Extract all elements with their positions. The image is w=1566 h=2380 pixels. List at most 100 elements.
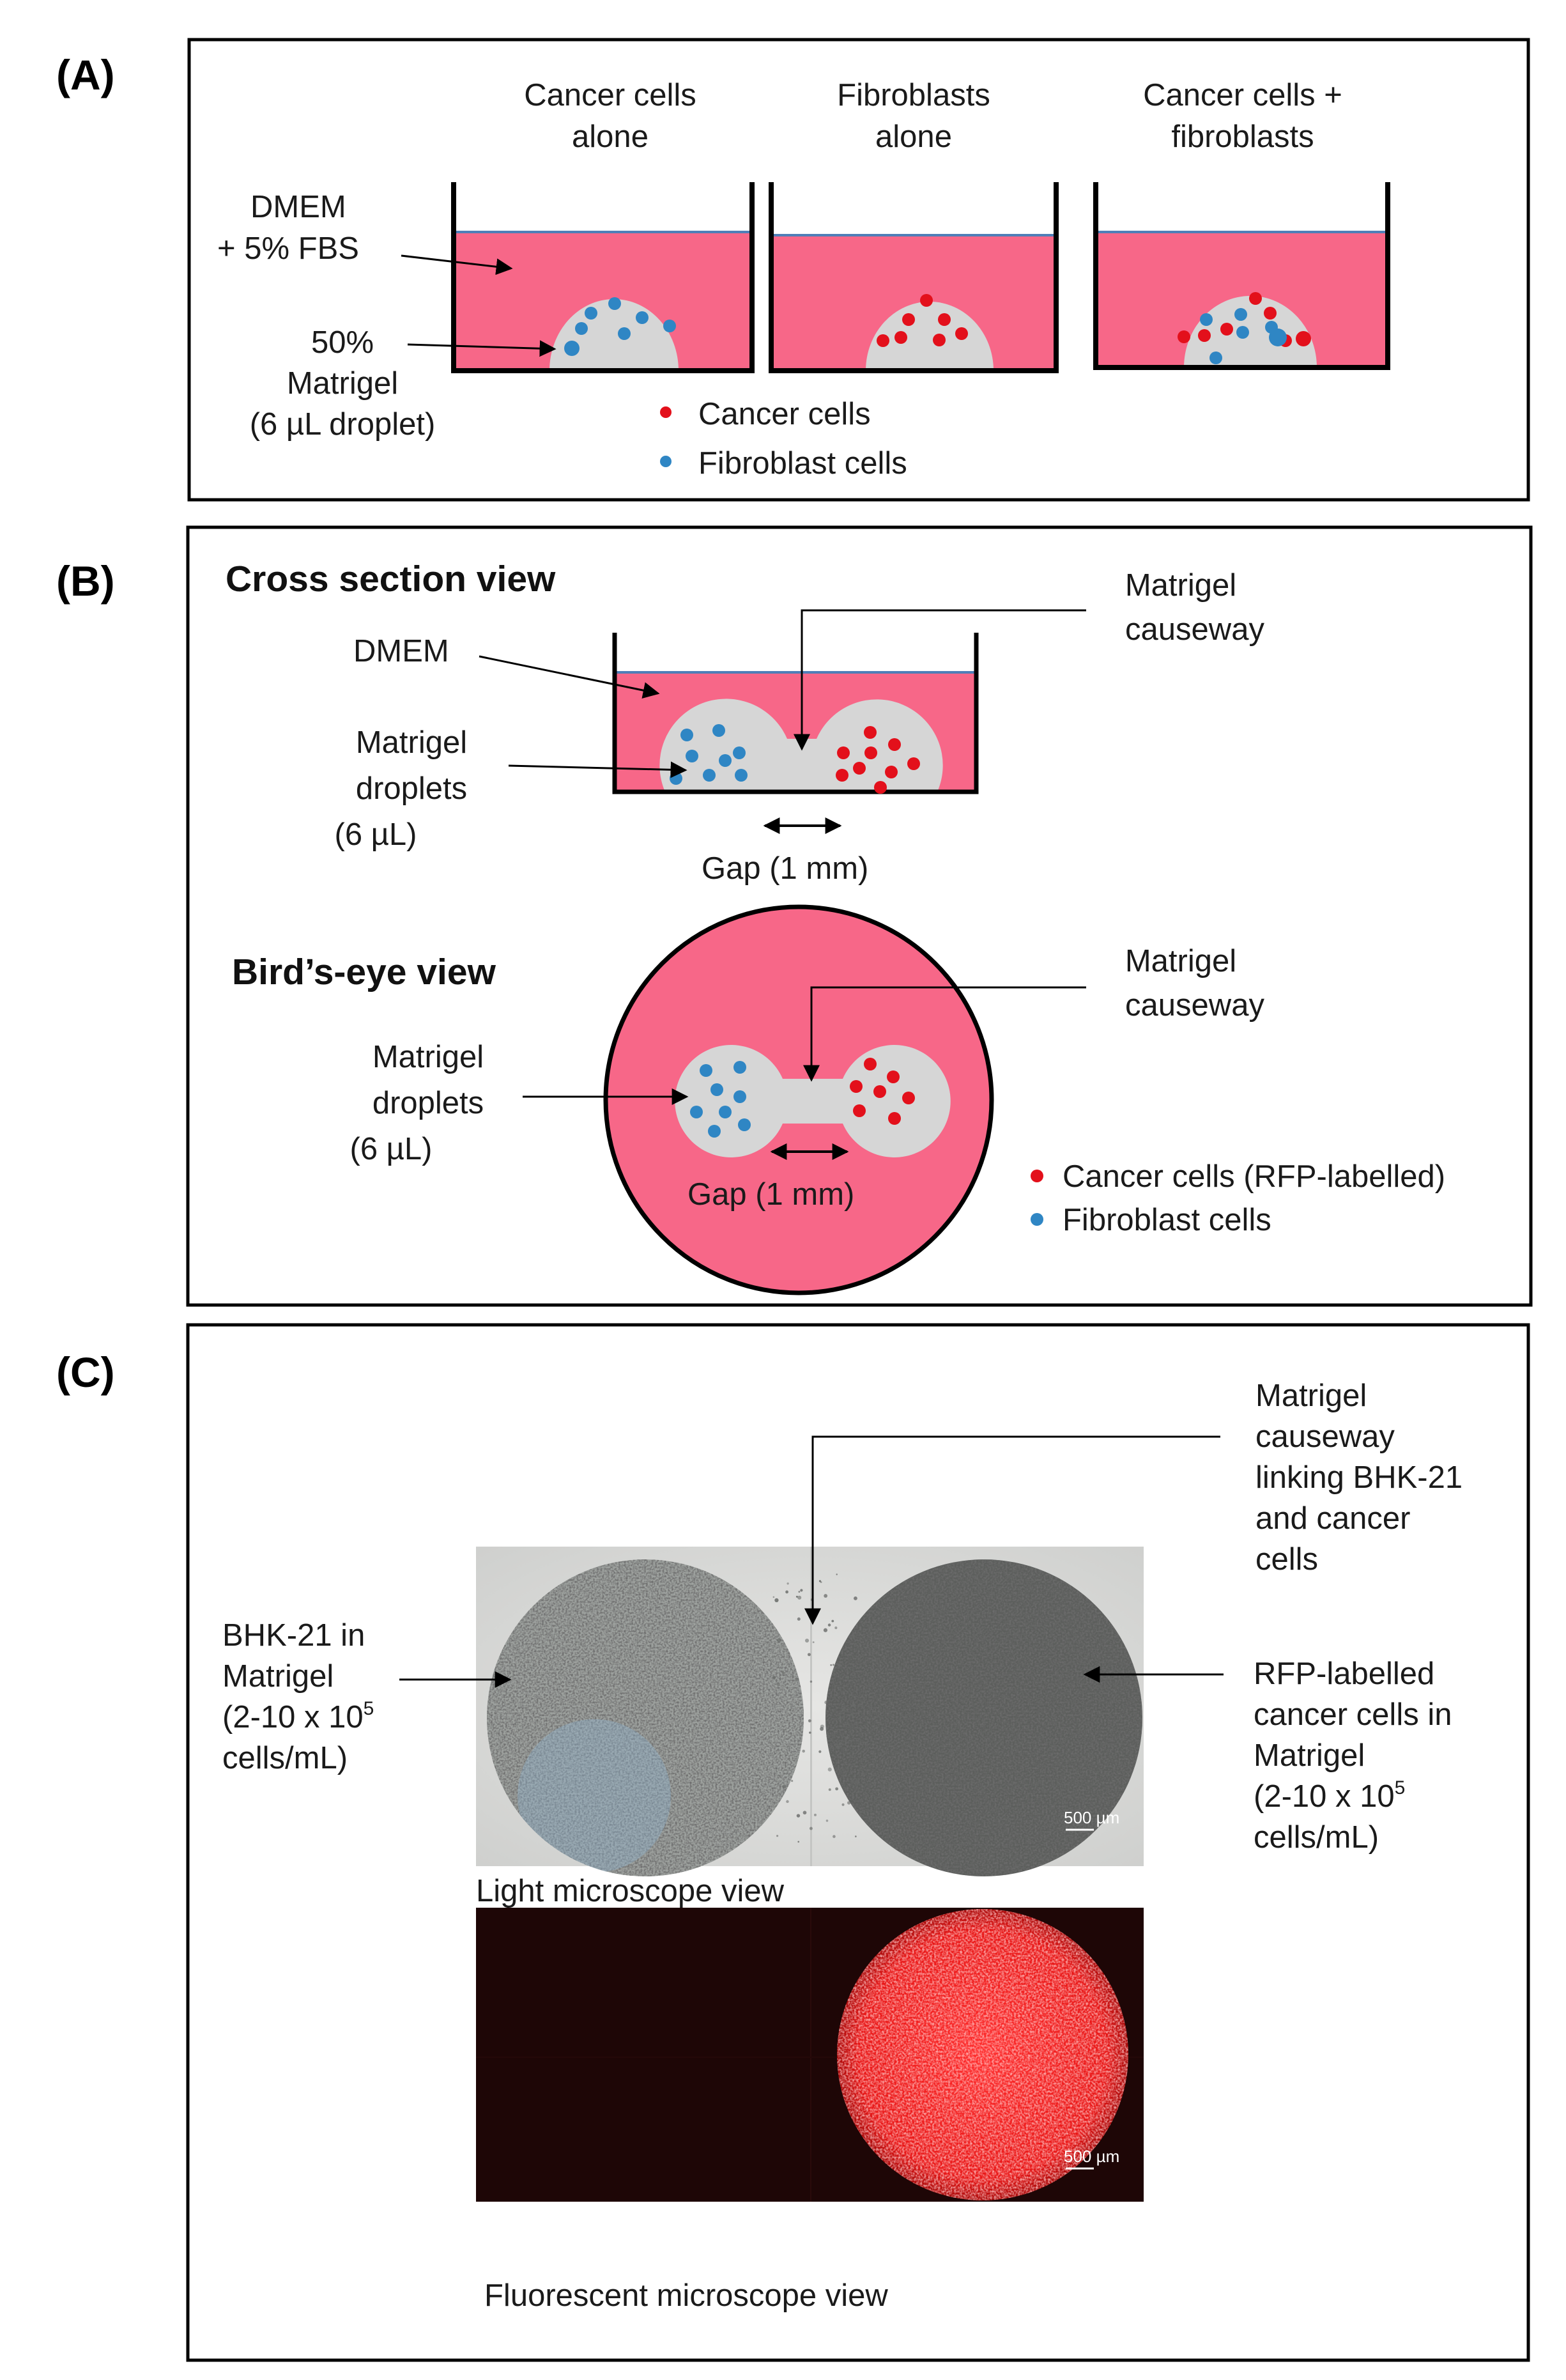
birdseye-gap-label: Gap (1 mm) [687, 1177, 854, 1212]
bhk-colony [487, 1559, 804, 1876]
cross-cells [670, 724, 920, 794]
debris-speck [824, 1701, 828, 1704]
debris-speck [833, 1835, 836, 1838]
well-3-walls [1093, 182, 1390, 370]
debris-speck [855, 1835, 857, 1837]
legend-b-fibro-dot [1031, 1213, 1043, 1226]
debris-speck [812, 1641, 815, 1644]
cancer-cell-dot [902, 1092, 915, 1104]
debris-speck [833, 1669, 836, 1673]
panel-a-frame [187, 38, 1530, 502]
well-fibroblasts-alone [769, 182, 1059, 373]
debris-speck [797, 1617, 801, 1621]
light-caption: Light microscope view [476, 1874, 785, 1908]
debris-speck [835, 1787, 839, 1791]
debris-speck [795, 1595, 798, 1598]
debris-speck [782, 1784, 787, 1789]
cancer-cell-dot [933, 334, 946, 346]
cancer-cell-dot [907, 757, 920, 770]
debris-speck [795, 1678, 799, 1681]
debris-speck [845, 1736, 849, 1740]
debris-speck [800, 1589, 803, 1592]
well-1-walls [451, 182, 755, 373]
debris-speck [832, 1672, 836, 1676]
debris-speck [797, 1595, 802, 1600]
cancer-cell-dot [1249, 292, 1262, 305]
legend-b: Cancer cells (RFP-labelled) Fibroblast c… [1031, 1159, 1445, 1237]
debris-speck [776, 1638, 781, 1642]
causeway-debris [772, 1573, 857, 1843]
birdseye-dish [603, 904, 994, 1295]
legend-b-cancer-label: Cancer cells (RFP-labelled) [1063, 1159, 1445, 1194]
cancer-cell-dot [1296, 331, 1311, 346]
fibroblast-cell-dot [738, 1118, 751, 1131]
debris-speck [810, 1680, 813, 1683]
cancer-cell-dot [874, 781, 887, 794]
legend-a-cancer-label: Cancer cells [698, 397, 871, 431]
legend-a-cancer-dot [660, 406, 672, 418]
cancer-cell-dot [920, 294, 933, 307]
debris-speck [836, 1745, 840, 1749]
debris-speck [809, 1827, 813, 1830]
debris-speck [834, 1627, 838, 1630]
debris-speck [841, 1803, 845, 1806]
fibroblast-cell-dot [686, 750, 698, 762]
fibroblast-cell-dot [636, 311, 649, 324]
birdseye-cells [690, 1058, 915, 1138]
legend-a-fibro-dot [660, 456, 672, 467]
debris-speck [802, 1749, 805, 1753]
fibroblast-cell-dot [719, 1106, 732, 1118]
cancer-cell-dot [850, 1080, 863, 1093]
fluor-colony-texture [837, 1909, 1128, 2200]
debris-speck [824, 1594, 828, 1598]
debris-speck [796, 1814, 801, 1818]
fibroblast-cell-dot [680, 729, 693, 741]
debris-speck [828, 1788, 831, 1791]
fibroblast-cell-dot [712, 724, 725, 737]
cancer-cell-dot [836, 769, 848, 782]
causeway-c-arrow [804, 1435, 1220, 1625]
cross-walls [612, 633, 979, 794]
fibroblast-cell-dot [585, 307, 597, 320]
fluor-image-seam [810, 1908, 811, 2202]
cancer-cell-dot [1220, 323, 1233, 336]
debris-speck [851, 1713, 854, 1716]
cancer-cell-dot [853, 762, 866, 775]
debris-speck [838, 1664, 841, 1667]
well-1-cells [564, 297, 676, 356]
debris-speck [852, 1703, 856, 1707]
fibroblast-cell-dot [703, 769, 716, 782]
fibroblast-cell-dot [710, 1083, 723, 1096]
well-cancer-alone [451, 182, 755, 373]
debris-speck [818, 1750, 822, 1753]
legend-a-fibro-label: Fibroblast cells [698, 446, 907, 481]
debris-speck [827, 1767, 832, 1772]
fibroblast-cell-dot [1236, 326, 1249, 339]
debris-speck [852, 1634, 856, 1639]
panel-a-letter: (A) [56, 51, 115, 98]
cancer-cell-dot [887, 1070, 900, 1083]
well-2-walls [769, 182, 1059, 373]
dmem-arrow [479, 655, 660, 699]
well-3-title: Cancer cells +fibroblasts [1143, 78, 1342, 154]
fibroblast-cell-dot [663, 320, 676, 332]
birdseye-causeway-arrow [803, 986, 1086, 1082]
cancer-cell-dot [837, 746, 850, 759]
panel-c-letter: (C) [56, 1348, 115, 1396]
cancer-cell-dot [1198, 329, 1211, 342]
debris-speck [853, 1775, 855, 1777]
debris-speck [798, 1591, 801, 1593]
well-2-cells [877, 294, 968, 347]
fluor-image-seam-h [476, 2057, 1144, 2058]
fibroblast-cell-dot [733, 1090, 746, 1103]
cancer-cell-dot [955, 327, 968, 340]
panel-b-letter: (B) [56, 557, 115, 605]
well-mixed [1093, 182, 1390, 370]
debris-speck [854, 1596, 857, 1600]
debris-speck [781, 1671, 785, 1674]
